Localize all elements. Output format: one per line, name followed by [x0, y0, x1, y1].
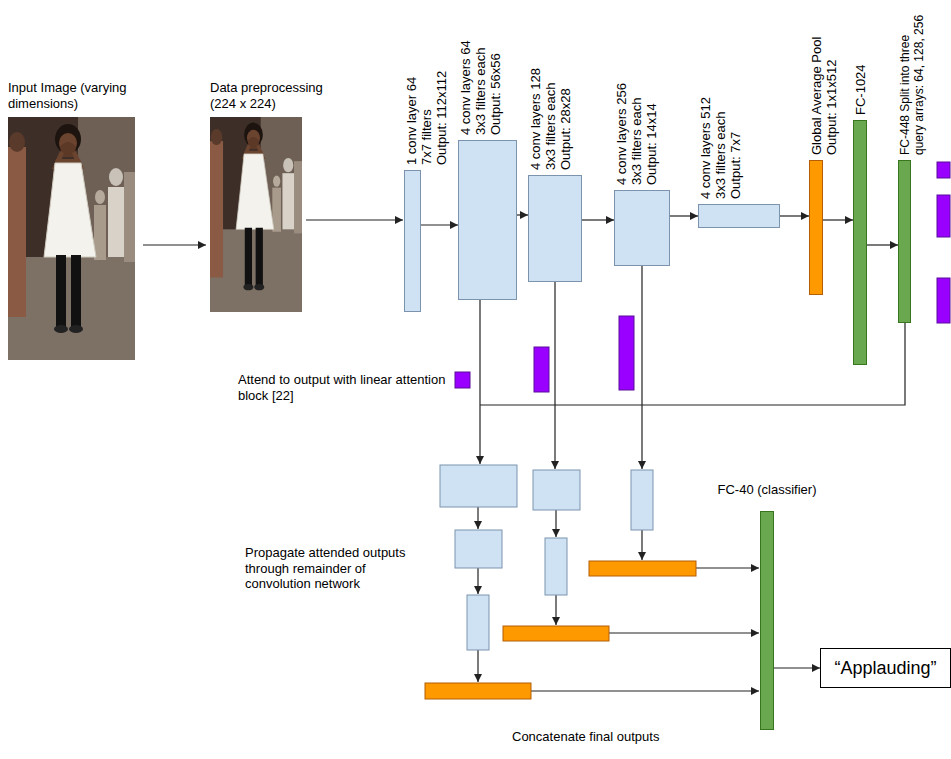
- attended-conv-block: [455, 530, 502, 568]
- layer-label: 4 conv layers 128 3x3 filters each Outpu…: [529, 55, 574, 170]
- branch-arrow: [477, 568, 478, 594]
- flow-arrow: [582, 219, 614, 220]
- query-array: [937, 162, 950, 178]
- query-array: [937, 195, 950, 237]
- branch-arrow: [555, 510, 556, 537]
- flow-arrow: [774, 667, 820, 668]
- input-photo: [8, 117, 135, 360]
- conv-block: 4 conv layers 512 3x3 filters each Outpu…: [698, 204, 780, 228]
- flow-arrow: [867, 244, 898, 245]
- preprocessed-photo: [210, 117, 302, 312]
- flow-arrow: [823, 219, 853, 220]
- pool-bar: Global Average Pool Output: 1x1x512: [809, 160, 823, 295]
- flow-arrow: [517, 214, 528, 215]
- layer-label: 4 conv layers 512 3x3 filters each Outpu…: [699, 84, 744, 199]
- attended-conv-block: [440, 465, 517, 507]
- conv-block: 1 conv layer 64 7x7 filters Output: 112x…: [404, 170, 421, 312]
- attended-conv-block: [631, 470, 653, 530]
- pooled-output: [425, 683, 531, 699]
- layer-label: FC-40 (classifier): [718, 483, 817, 498]
- concat-arrow: [696, 567, 759, 568]
- attention-line: [480, 323, 905, 405]
- flow-arrow: [670, 215, 698, 216]
- branch-arrow: [641, 530, 642, 560]
- conv-block: 4 conv layers 128 3x3 filters each Outpu…: [528, 175, 582, 282]
- branch-arrow: [479, 300, 480, 464]
- layer-label: Global Average Pool Output: 1x1x512: [810, 25, 840, 155]
- query-array: [937, 278, 950, 323]
- attended-conv-block: [533, 470, 580, 510]
- fc-bar: FC-1024: [853, 120, 867, 365]
- fc-bar: FC-448 Split into three query arrays: 64…: [898, 160, 911, 323]
- pooled-output: [589, 561, 696, 576]
- attended-conv-block: [545, 538, 567, 595]
- flow-arrow: [143, 244, 206, 245]
- conv-block: 4 conv layers 64 3x3 filters each Output…: [458, 140, 517, 300]
- layer-label: 1 conv layer 64 7x7 filters Output: 112x…: [405, 67, 450, 165]
- layer-label: 4 conv layers 64 3x3 filters each Output…: [459, 25, 504, 135]
- note-text: Propagate attended outputs through remai…: [245, 545, 417, 592]
- query-array: [455, 372, 470, 388]
- layer-label: FC-448 Split into three query arrays: 64…: [899, 7, 927, 155]
- concat-arrow: [609, 632, 759, 633]
- note-text: Attend to output with linear attention b…: [238, 372, 450, 403]
- pooled-output: [503, 626, 609, 641]
- flow-arrow: [421, 224, 458, 225]
- output-box: “Applauding”: [820, 648, 951, 688]
- flow-arrow: [780, 215, 809, 216]
- fc-bar: FC-40 (classifier): [760, 511, 774, 730]
- branch-arrow: [477, 650, 478, 682]
- query-array: [534, 347, 549, 392]
- layer-label: 4 conv layers 256 3x3 filters each Outpu…: [615, 70, 660, 185]
- image-caption: Data preprocessing (224 x 224): [210, 80, 335, 111]
- layer-label: FC-1024: [854, 35, 869, 115]
- branch-arrow: [555, 595, 556, 625]
- attended-conv-block: [467, 595, 489, 650]
- concat-arrow: [531, 690, 759, 691]
- query-array: [619, 316, 634, 390]
- image-caption: Input Image (varying dimensions): [8, 80, 136, 111]
- class-label: “Applauding”: [834, 658, 936, 679]
- branch-arrow: [554, 282, 555, 469]
- conv-block: 4 conv layers 256 3x3 filters each Outpu…: [614, 190, 670, 266]
- branch-arrow: [477, 507, 478, 529]
- flow-arrow: [306, 219, 403, 220]
- branch-arrow: [641, 266, 642, 469]
- note-text: Concatenate final outputs: [512, 729, 659, 745]
